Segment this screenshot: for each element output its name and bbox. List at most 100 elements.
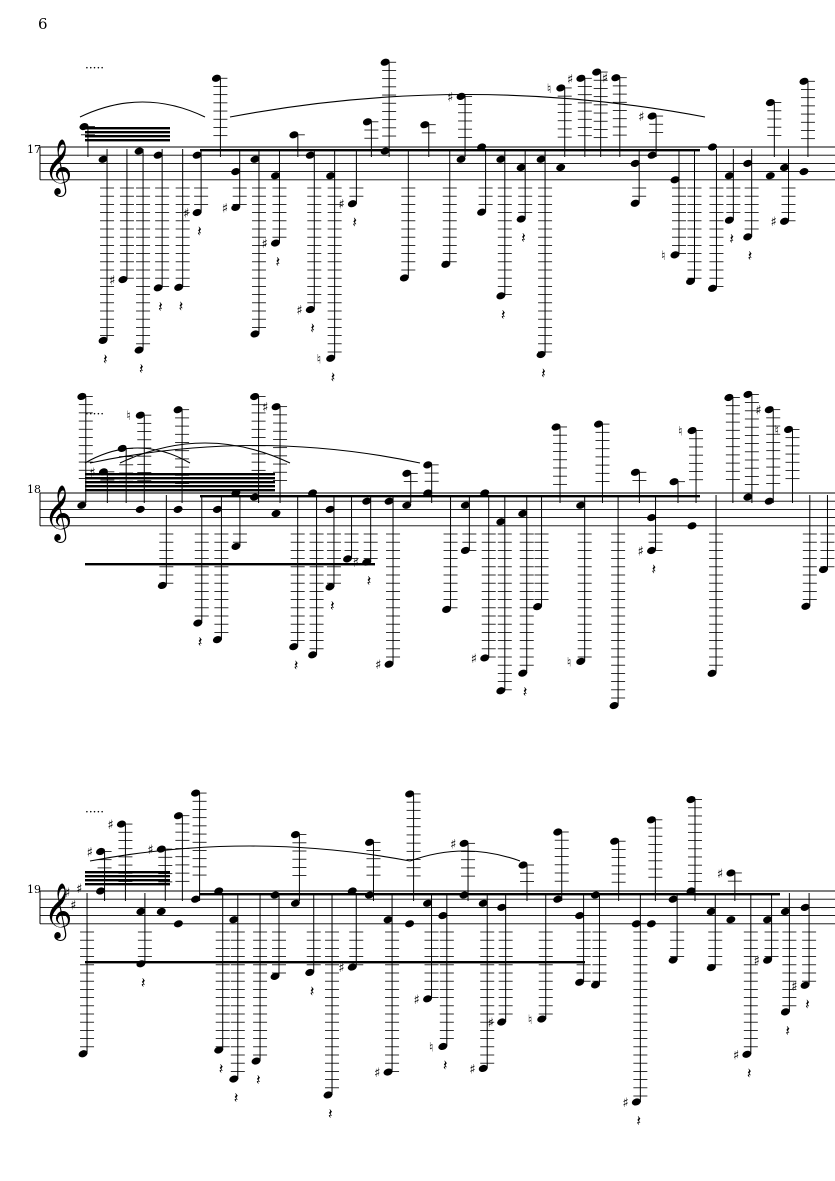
- notehead: [536, 155, 546, 163]
- quarter-rest-icon: 𝄽: [310, 982, 315, 1000]
- notehead: [305, 305, 315, 314]
- sharp-icon: ♯: [450, 837, 456, 852]
- sharp-icon: ♯: [733, 1048, 739, 1063]
- notehead: [250, 493, 260, 501]
- beam: [85, 883, 170, 886]
- notehead: [135, 505, 145, 513]
- quarter-rest-icon: 𝄽: [443, 1056, 448, 1074]
- quarter-rest-icon: 𝄽: [310, 320, 315, 338]
- natural-icon: ♯: [338, 961, 344, 976]
- quarter-rest-icon: 𝄽: [523, 683, 528, 701]
- notehead: [442, 605, 452, 613]
- notehead: [647, 546, 657, 555]
- quarter-rest-icon: 𝄽: [729, 230, 734, 248]
- notehead: [496, 155, 506, 163]
- staff-system-19: 𝄞♯♯♯·····♯♯𝄽♯𝄽𝄽𝄽𝄽𝄽♯♯♯♮𝄽♯♯♯♮♯𝄽♯♯𝄽♯𝄽♯𝄽: [39, 789, 835, 1130]
- notehead: [347, 887, 357, 895]
- notehead: [98, 468, 108, 476]
- notehead: [576, 657, 586, 665]
- notehead: [575, 978, 585, 986]
- slur: [89, 845, 411, 862]
- notehead: [402, 469, 412, 477]
- notehead: [631, 1098, 641, 1106]
- notehead: [765, 172, 775, 180]
- quarter-rest-icon: 𝄽: [747, 1064, 752, 1082]
- notehead: [384, 660, 394, 668]
- notehead: [325, 505, 335, 513]
- slur: [79, 101, 206, 118]
- notehead: [647, 112, 657, 120]
- treble-clef-icon: 𝄞: [44, 883, 72, 941]
- quarter-rest-icon: 𝄽: [748, 247, 753, 265]
- notehead: [518, 669, 528, 677]
- notehead: [250, 392, 260, 401]
- notehead: [325, 583, 335, 591]
- sharp-icon: ♯: [754, 954, 760, 969]
- notehead: [193, 619, 203, 627]
- notehead: [765, 99, 775, 107]
- beam: [85, 481, 275, 484]
- notehead: [77, 392, 87, 401]
- quarter-rest-icon: 𝄽: [103, 350, 108, 368]
- notehead: [347, 963, 357, 971]
- quarter-rest-icon: 𝄽: [197, 223, 202, 241]
- notehead: [780, 217, 789, 225]
- staff-system-18: 𝄞·····♯♮𝄽♯𝄽𝄽♯𝄽♯♯𝄽♮♯𝄽♮♯♮: [39, 390, 835, 710]
- notehead: [799, 77, 809, 85]
- sharp-icon: ♯: [638, 545, 644, 560]
- notehead: [478, 899, 488, 907]
- notehead: [460, 546, 470, 554]
- notehead: [362, 497, 372, 505]
- quarter-rest-icon: 𝄽: [179, 297, 184, 315]
- notehead: [556, 84, 566, 92]
- sharp-icon: ♯: [567, 72, 573, 87]
- notehead: [575, 912, 585, 920]
- notehead: [77, 501, 87, 509]
- notehead: [289, 643, 299, 651]
- notehead: [646, 920, 656, 928]
- beam: [85, 875, 170, 878]
- measure-number-19: 19: [27, 883, 41, 896]
- notehead: [591, 981, 600, 989]
- notehead: [763, 916, 773, 924]
- sharp-icon: ♯: [183, 207, 189, 222]
- treble-clef-icon: 𝄞: [44, 139, 72, 197]
- sharp-icon: ♮: [678, 425, 683, 440]
- notehead: [456, 92, 466, 100]
- notehead: [496, 518, 506, 526]
- notehead: [496, 292, 506, 300]
- notehead: [780, 907, 790, 916]
- notehead: [686, 887, 696, 895]
- sharp-icon: ♯: [375, 658, 381, 673]
- notehead: [516, 215, 526, 223]
- notehead: [646, 816, 656, 824]
- notehead: [800, 903, 810, 911]
- sharp-icon: ♮: [126, 409, 131, 424]
- quarter-rest-icon: 𝄽: [367, 572, 372, 590]
- notehead: [780, 163, 789, 172]
- notehead: [134, 346, 144, 354]
- quarter-rest-icon: 𝄽: [636, 1112, 641, 1130]
- quarter-rest-icon: 𝄽: [294, 657, 299, 675]
- notehead: [556, 163, 566, 172]
- notehead: [537, 1015, 547, 1023]
- notehead: [134, 147, 144, 155]
- sharp-icon: ♯: [755, 404, 761, 419]
- notehead: [362, 558, 372, 566]
- notehead: [362, 118, 372, 126]
- notehead: [706, 964, 716, 972]
- notehead: [743, 159, 753, 167]
- sharp-icon: ♮: [774, 423, 779, 438]
- notehead: [518, 861, 528, 869]
- notehead: [326, 354, 336, 362]
- slur: [409, 850, 521, 862]
- quarter-rest-icon: 𝄽: [352, 214, 357, 232]
- notehead: [402, 501, 412, 509]
- slur: [229, 93, 706, 118]
- beam: [85, 563, 375, 566]
- notehead: [724, 216, 734, 224]
- notehead: [214, 1046, 224, 1054]
- notehead: [173, 406, 183, 414]
- notehead: [289, 131, 299, 139]
